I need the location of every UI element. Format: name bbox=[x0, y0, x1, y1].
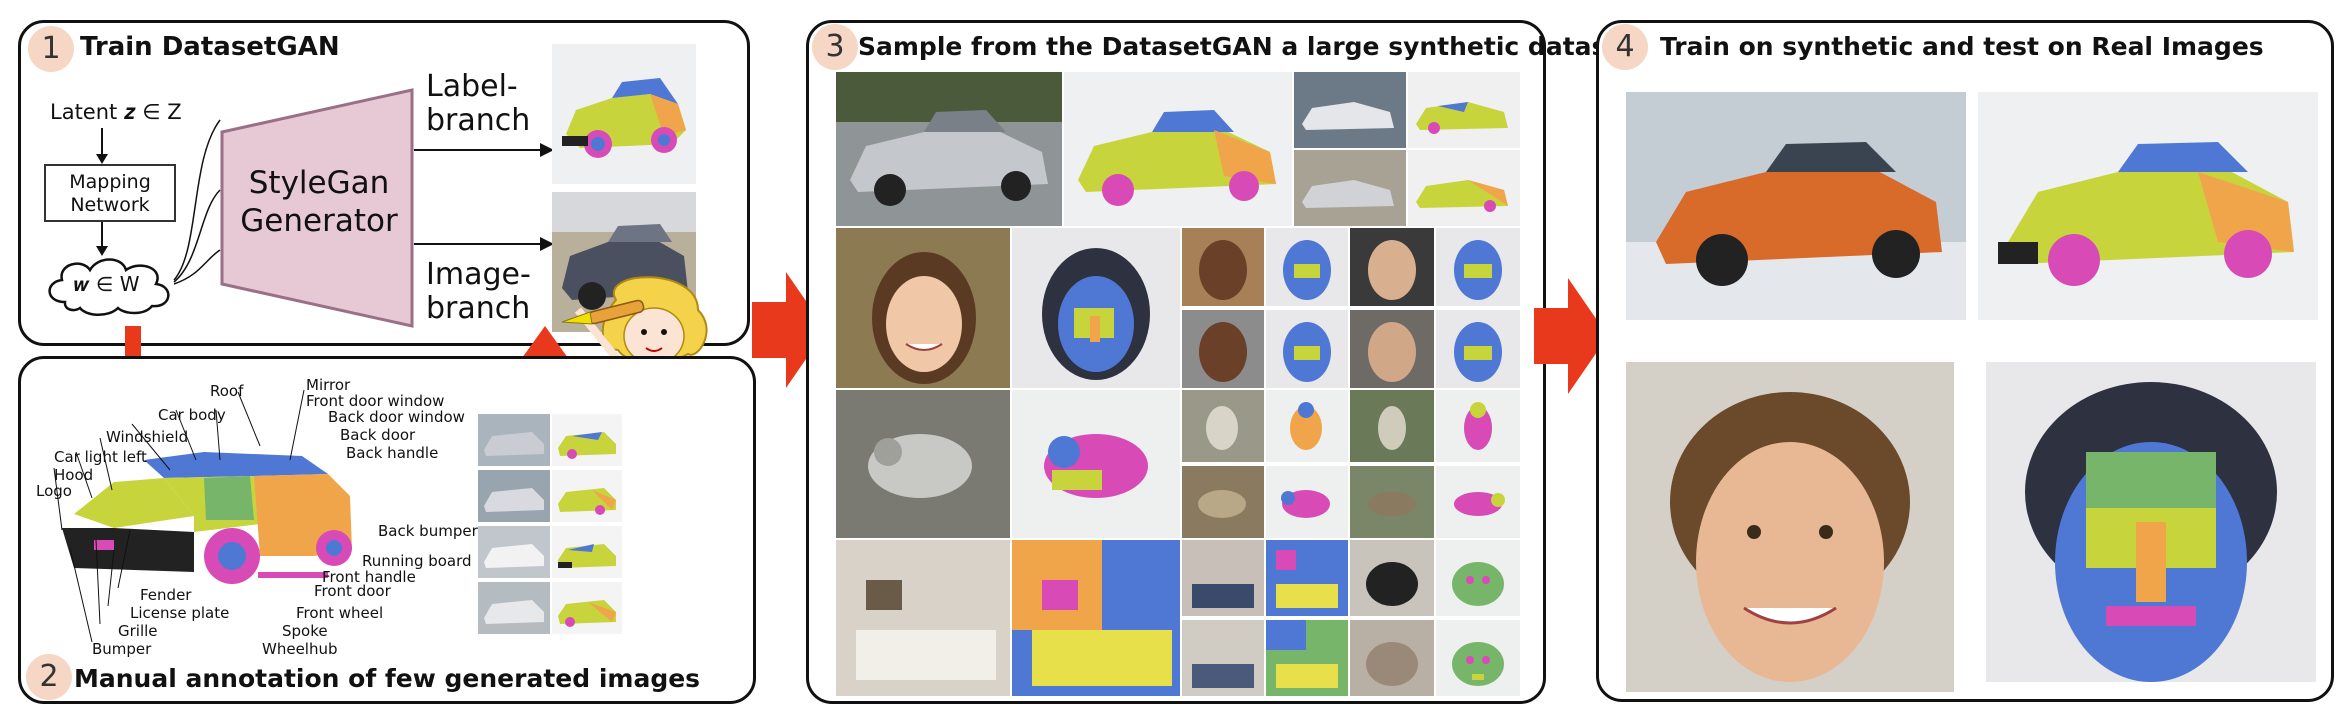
synthetic-bird-small-2 bbox=[1350, 390, 1434, 462]
label-spoke: Spoke bbox=[282, 622, 328, 640]
annotated-pair-2-mask bbox=[552, 470, 622, 522]
annotated-pair-3-real bbox=[478, 526, 550, 578]
cloud-icon bbox=[48, 258, 170, 316]
annotated-car-diagram bbox=[54, 432, 374, 602]
latent-to-mapping-arrow bbox=[96, 128, 108, 164]
label-front-handle: Front handle bbox=[322, 568, 416, 586]
synthetic-face-small-2 bbox=[1350, 228, 1434, 306]
label-logo: Logo bbox=[36, 482, 72, 500]
annotated-pair-1-real bbox=[478, 414, 550, 466]
synthetic-car-small-1-mask bbox=[1408, 72, 1520, 148]
annotated-pair-4-real bbox=[478, 582, 550, 634]
label-windshield: Windshield bbox=[106, 428, 189, 446]
annotated-pair-1-mask bbox=[552, 414, 622, 466]
big-arrow-to-panel4 bbox=[1534, 278, 1608, 394]
synthetic-bedroom-real bbox=[836, 540, 1010, 696]
label-branch-label: Label-branch bbox=[426, 69, 531, 138]
label-branch-arrow bbox=[414, 143, 554, 157]
label-front-door-window: Front door window bbox=[306, 392, 445, 410]
annotation-leader-lines bbox=[53, 389, 305, 643]
synthetic-car-small-2-mask bbox=[1408, 150, 1520, 226]
step-badge-1: 1 bbox=[28, 26, 74, 72]
synthetic-face-small-4 bbox=[1350, 310, 1434, 388]
label-mirror: Mirror bbox=[306, 376, 351, 394]
synthetic-face-small-1-mask bbox=[1266, 228, 1348, 306]
synthetic-bedroom-small-2 bbox=[1182, 620, 1264, 696]
synthetic-bird-real bbox=[836, 390, 1010, 538]
synthetic-cat-small-2-mask bbox=[1436, 620, 1520, 696]
paintbrush-icon bbox=[561, 299, 645, 325]
segmented-car-image bbox=[552, 44, 696, 184]
real-face-image bbox=[1626, 362, 1954, 692]
annotated-pair-4-mask bbox=[552, 582, 622, 634]
synthetic-bird-small-4-mask bbox=[1436, 466, 1520, 538]
panel4-title: Train on synthetic and test on Real Imag… bbox=[1660, 32, 2264, 61]
image-branch-label: Image-branch bbox=[426, 257, 531, 326]
panel1-title: Train DatasetGAN bbox=[80, 32, 340, 62]
synthetic-cat-small-1-mask bbox=[1436, 540, 1520, 616]
annotated-pair-2-real bbox=[478, 470, 550, 522]
synthetic-bird-small-4 bbox=[1350, 466, 1434, 538]
label-front-door: Front door bbox=[314, 582, 391, 600]
synthetic-bird-small-1 bbox=[1182, 390, 1264, 462]
mapping-to-w-arrow bbox=[96, 222, 108, 256]
synthetic-face-mask bbox=[1012, 228, 1180, 388]
mapping-network-label: Mapping Network bbox=[69, 171, 151, 216]
label-wheelhub: Wheelhub bbox=[262, 640, 338, 658]
label-grille: Grille bbox=[118, 622, 158, 640]
real-face-predicted-mask bbox=[1986, 362, 2316, 682]
synthetic-cat-small-2 bbox=[1350, 620, 1434, 696]
label-fender: Fender bbox=[140, 586, 192, 604]
label-car-light-left: Car light left bbox=[54, 448, 147, 466]
synthetic-car-small-2-real bbox=[1294, 150, 1406, 226]
synthetic-face-small-4-mask bbox=[1436, 310, 1520, 388]
synthetic-bird-mask bbox=[1012, 390, 1180, 538]
label-back-door: Back door bbox=[340, 426, 416, 444]
synthetic-bedroom-small-1-mask bbox=[1266, 540, 1348, 616]
label-license-plate: License plate bbox=[130, 604, 230, 622]
label-running-board: Running board bbox=[362, 552, 472, 570]
label-hood: Hood bbox=[54, 466, 94, 484]
synthetic-cat-small-1 bbox=[1350, 540, 1434, 616]
synthetic-face-small-1 bbox=[1182, 228, 1264, 306]
label-front-wheel: Front wheel bbox=[296, 604, 384, 622]
stylegan-generator-shape bbox=[220, 88, 414, 328]
synthetic-bedroom-small-2-mask bbox=[1266, 620, 1348, 696]
generator-label: StyleGan Generator bbox=[240, 165, 398, 239]
synthetic-bird-small-1-mask bbox=[1266, 390, 1348, 462]
synthetic-bird-small-3 bbox=[1182, 466, 1264, 538]
label-back-bumper: Back bumper bbox=[378, 522, 478, 540]
synthetic-bedroom-small-1 bbox=[1182, 540, 1264, 616]
step-badge-2: 2 bbox=[26, 654, 72, 700]
synthetic-bedroom-mask bbox=[1012, 540, 1180, 696]
mapping-network-box: Mapping Network bbox=[44, 164, 176, 222]
label-roof: Roof bbox=[210, 382, 244, 400]
synthetic-bird-small-2-mask bbox=[1436, 390, 1520, 462]
synthetic-face-real bbox=[836, 228, 1010, 388]
label-back-door-window: Back door window bbox=[328, 408, 465, 426]
label-bumper: Bumper bbox=[92, 640, 152, 658]
label-back-handle: Back handle bbox=[346, 444, 439, 462]
synthetic-bird-small-3-mask bbox=[1266, 466, 1348, 538]
synthetic-car-real bbox=[836, 72, 1062, 226]
real-car-predicted-mask bbox=[1978, 92, 2318, 320]
step-badge-3: 3 bbox=[812, 24, 858, 70]
step-badge-4: 4 bbox=[1602, 24, 1648, 70]
panel2-title: Manual annotation of few generated image… bbox=[74, 664, 701, 693]
synthetic-face-small-2-mask bbox=[1436, 228, 1520, 306]
latent-label: Latent 𝒛 ∈ Z bbox=[50, 100, 182, 124]
label-car-body: Car body bbox=[158, 406, 226, 424]
w-label: 𝒘 ∈ W bbox=[74, 272, 140, 296]
synthetic-car-mask bbox=[1064, 72, 1292, 226]
annotated-pair-3-mask bbox=[552, 526, 622, 578]
real-car-image bbox=[1626, 92, 1966, 320]
panel3-title: Sample from the DatasetGAN a large synth… bbox=[858, 32, 1636, 61]
w-to-generator-arrows bbox=[173, 119, 221, 285]
synthetic-face-small-3 bbox=[1182, 310, 1264, 388]
synthetic-car-small-1-real bbox=[1294, 72, 1406, 148]
synthetic-face-small-3-mask bbox=[1266, 310, 1348, 388]
image-branch-arrow bbox=[414, 237, 554, 251]
